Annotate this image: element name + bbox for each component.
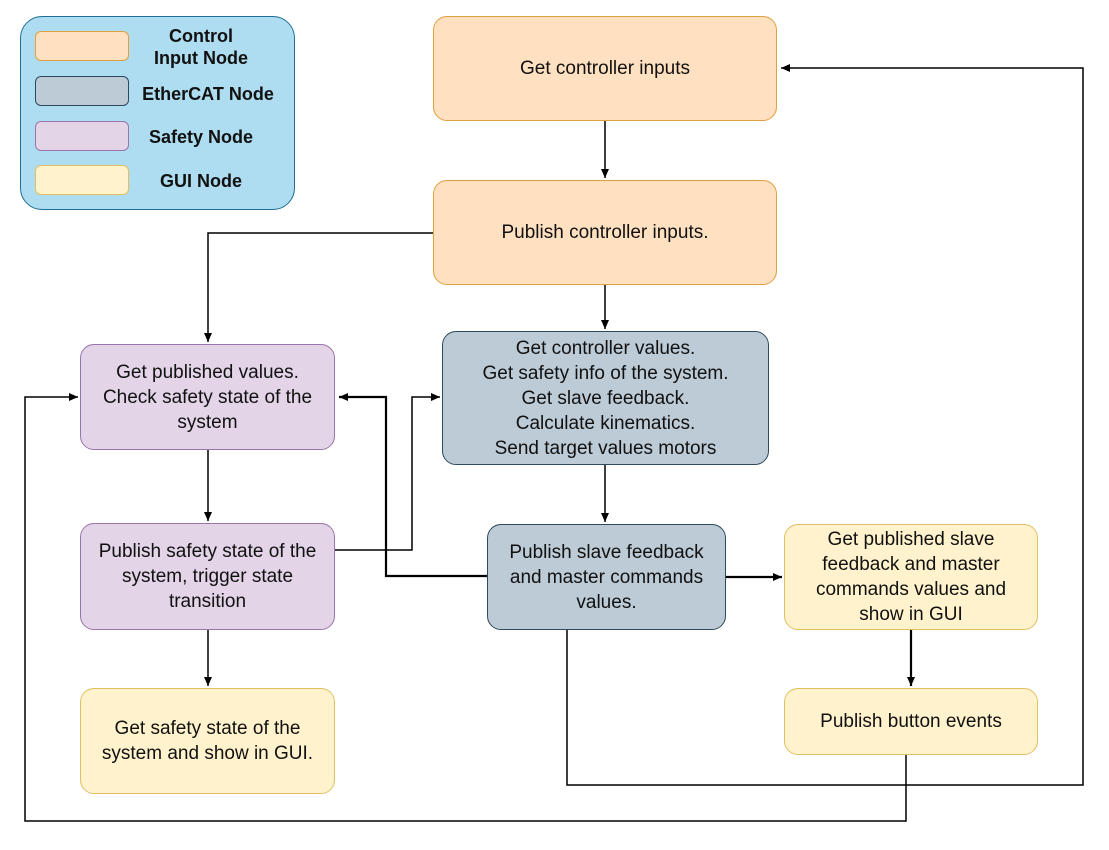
legend-label-control: Control Input Node [154,26,248,68]
node-ethercat-process: Get controller values. Get safety info o… [442,331,769,465]
edge-publish-inputs-to-safety-check [204,232,433,342]
legend-swatch-ethercat [35,76,129,106]
node-publish-controller-inputs: Publish controller inputs. [433,180,777,285]
node-gui-slave-feedback: Get published slave feedback and master … [784,524,1038,630]
legend-label-gui: GUI Node [159,171,242,191]
node-get-controller-inputs: Get controller inputs [433,16,777,121]
node-gui-safety-state: Get safety state of the system and show … [80,688,335,794]
edge-publish-safety-to-ethercat [335,393,440,551]
node-safety-check: Get published values. Check safety state… [80,344,335,450]
node-publish-safety-state: Publish safety state of the system, trig… [80,523,335,630]
legend-swatch-control [35,31,129,61]
legend: Control Input Node EtherCAT Node Safety … [20,16,295,210]
legend-label-ethercat: EtherCAT Node [142,84,274,104]
legend-label-safety: Safety Node [148,127,254,147]
legend-swatch-safety [35,121,129,151]
node-publish-button-events: Publish button events [784,688,1038,755]
legend-swatch-gui [35,165,129,195]
node-publish-slave-feedback: Publish slave feedback and master comman… [487,524,726,630]
